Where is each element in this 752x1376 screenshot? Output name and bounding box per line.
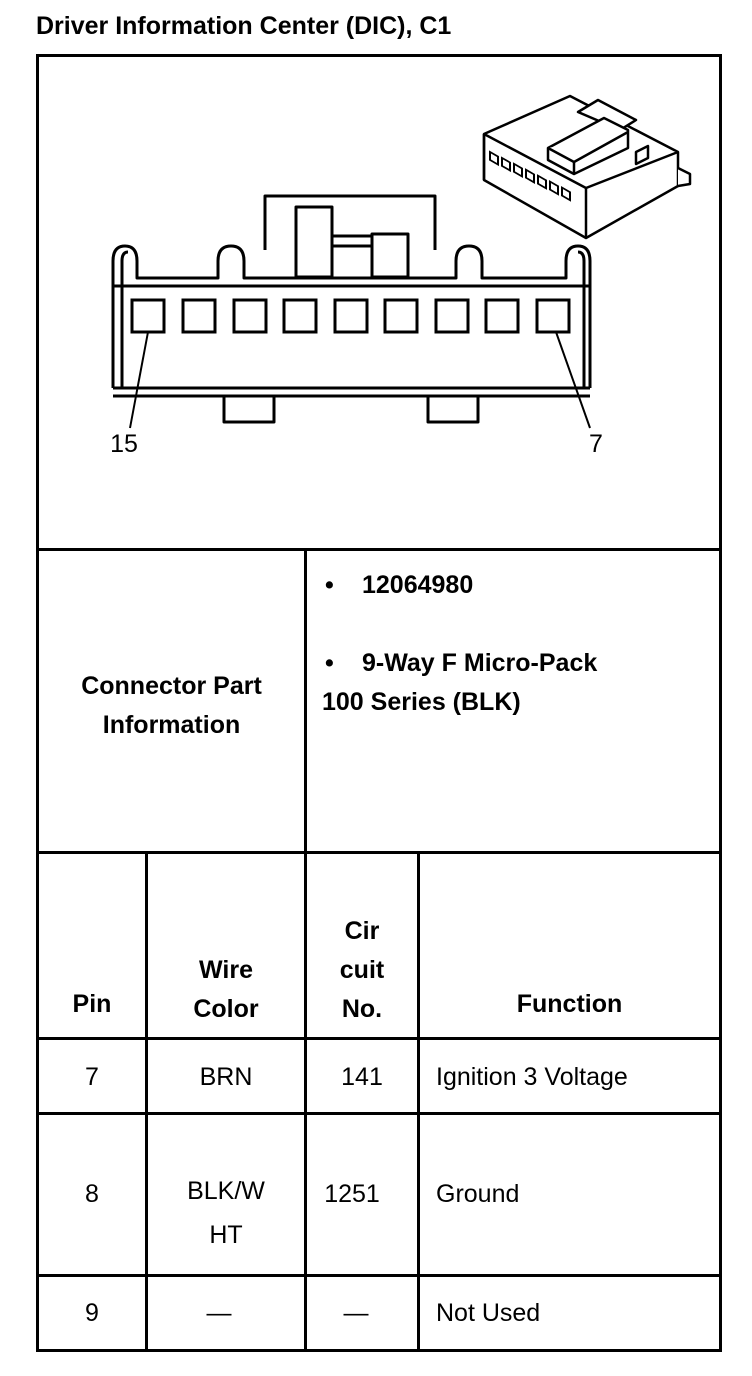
description-bullet: •	[325, 649, 334, 677]
connector-latch	[263, 194, 437, 250]
cavity-13	[232, 298, 268, 334]
divider-info-vertical	[304, 548, 307, 854]
row2-circuit: 1251	[324, 1180, 380, 1208]
row1-function: Ignition 3 Voltage	[436, 1063, 628, 1091]
header-wire-color: Wire Color	[148, 951, 304, 1029]
latch-tab-left	[294, 205, 334, 279]
cavity-8	[484, 298, 520, 334]
leader-line-7	[555, 331, 591, 429]
row2-wire-color-line2: HT	[209, 1221, 243, 1249]
pin-label-15: 15	[110, 430, 138, 458]
cavity-7	[535, 298, 571, 334]
cavity-10	[383, 298, 419, 334]
cavity-15	[130, 298, 166, 334]
connector-diagram: 15 7	[110, 94, 692, 458]
col-divider-wire	[304, 851, 307, 1352]
part-number-bullet: •	[325, 571, 334, 599]
cavity-12	[282, 298, 318, 334]
header-pin: Pin	[72, 990, 112, 1018]
leader-line-15	[129, 331, 149, 429]
page-title: Driver Information Center (DIC), C1	[36, 12, 452, 40]
row3-pin: 9	[85, 1299, 99, 1327]
connector-foot-right	[426, 396, 480, 424]
row2-pin: 8	[85, 1180, 99, 1208]
col-divider-pin	[145, 851, 148, 1352]
row1-circuit: 141	[341, 1063, 383, 1091]
header-wire-color-line1: Wire	[199, 956, 253, 984]
connector-foot-left	[222, 396, 276, 424]
connector-info-label-line2: Information	[102, 711, 241, 739]
cavity-14	[181, 298, 217, 334]
frame-left-line	[36, 54, 39, 1352]
row2-wire-color-line1: BLK/W	[187, 1177, 265, 1205]
frame-bottom-line	[36, 1349, 722, 1352]
header-circuit-line2: cuit	[339, 956, 385, 984]
divider-row1-bottom	[36, 1112, 722, 1115]
row2-function: Ground	[436, 1180, 520, 1208]
header-circuit-line3: No.	[341, 995, 383, 1023]
row3-circuit: —	[343, 1299, 369, 1327]
connector-3d-illustration	[482, 94, 692, 240]
row1-wire-color: BRN	[199, 1063, 253, 1091]
part-number: 12064980	[362, 571, 474, 599]
description-line1: 9-Way F Micro-Pack	[362, 649, 598, 677]
divider-row2-bottom	[36, 1274, 722, 1277]
row1-pin: 7	[85, 1063, 99, 1091]
pin-cavities	[130, 298, 571, 334]
connector-info-label-line1: Connector Part	[81, 672, 262, 700]
header-function: Function	[516, 990, 623, 1018]
description-line2: 100 Series (BLK)	[322, 688, 521, 716]
divider-info-bottom	[36, 851, 722, 854]
pin-label-7: 7	[589, 430, 603, 458]
connector-info-label: Connector Part Information	[39, 667, 304, 745]
frame-right-line	[719, 54, 722, 1352]
header-wire-color-line2: Color	[193, 995, 259, 1023]
frame-top-line	[36, 54, 722, 57]
header-circuit-line1: Cir	[344, 917, 380, 945]
row2-wire-color: BLK/W HT	[148, 1169, 304, 1257]
divider-diagram-bottom	[36, 548, 722, 551]
latch-tab-right	[370, 232, 410, 279]
cavity-11	[333, 298, 369, 334]
row3-function: Not Used	[436, 1299, 541, 1327]
cavity-9	[434, 298, 470, 334]
connector-body-outline	[111, 244, 592, 388]
col-divider-circuit	[417, 851, 420, 1352]
row3-wire-color: —	[206, 1299, 232, 1327]
header-circuit-no: Cir cuit No.	[307, 912, 417, 1029]
divider-header-bottom	[36, 1037, 722, 1040]
